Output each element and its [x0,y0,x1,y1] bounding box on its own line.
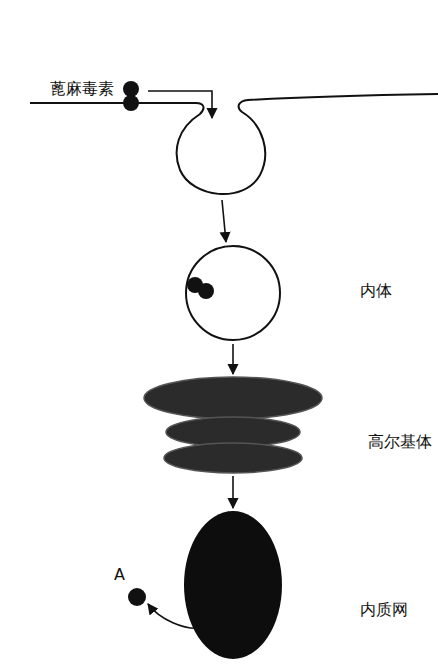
organelle-label: 内质网 [360,600,408,619]
endosome-circle-shape [184,244,282,342]
er-ellipse-shape [183,510,283,660]
transport-arrow [222,200,226,242]
ricin-dot [123,95,139,111]
toxin-label: 蓖麻毒素 [50,79,114,98]
golgi-stack: 高尔基体 [143,376,323,474]
organelle-label: 高尔基体 [368,432,432,451]
cell-membrane [30,94,438,194]
endosome-circle: 内体 [184,244,282,342]
er-body [184,511,282,659]
organelle-label: 内体 [360,281,392,300]
ricin-dot [123,81,139,97]
endosome-outline [186,246,280,340]
golgi-cisterna [144,377,322,419]
er-ellipse: 内质网 [183,510,283,660]
transport-arrow [232,344,234,374]
transport-arrow [232,476,234,508]
uptake-arrow [148,91,212,118]
ricin-dot [198,283,214,299]
golgi-stack-shape [143,376,323,474]
golgi-cisterna [164,443,302,473]
a-chain-dot [128,588,146,606]
chain-label: A [114,565,125,584]
